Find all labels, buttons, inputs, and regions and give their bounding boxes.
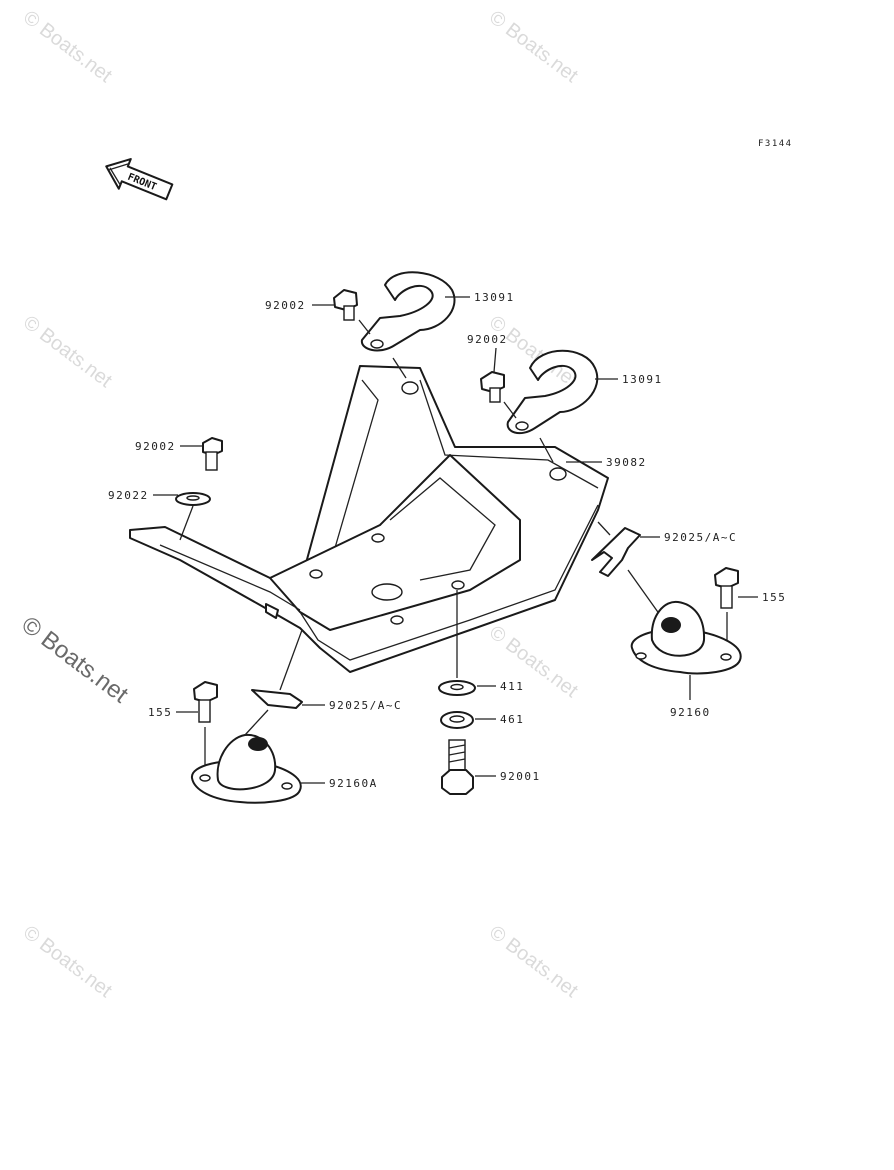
bracket-13091-left: 13091 (360, 271, 515, 379)
label-92160: 92160 (670, 706, 711, 719)
label-92160a: 92160A (329, 777, 378, 790)
label-461: 461 (500, 713, 524, 726)
label-39082: 39082 (606, 456, 647, 469)
washer-411: 411 (438, 590, 524, 696)
support-plate (129, 365, 609, 673)
front-arrow-shadow (109, 163, 130, 186)
watermark: © Boats.net (485, 921, 582, 1002)
label-411: 411 (500, 680, 524, 693)
label-92002-top-right: 92002 (467, 333, 508, 346)
watermark: © Boats.net (19, 6, 116, 87)
front-arrow: FRONT (105, 158, 174, 201)
label-92002-left: 92002 (135, 440, 176, 453)
front-arrow-shape (105, 158, 174, 201)
watermark: © Boats.net (485, 6, 582, 87)
label-155-left: 155 (148, 706, 172, 719)
mount-92160: 92160 (630, 600, 742, 719)
label-92001: 92001 (500, 770, 541, 783)
mount-92160a: 92160A (191, 709, 378, 804)
label-92002-top-left: 92002 (265, 299, 306, 312)
label-13091-right: 13091 (622, 373, 663, 386)
bolt-92001: 92001 (441, 739, 541, 795)
label-155-right: 155 (762, 591, 786, 604)
shim-92025-left: 92025/A~C (251, 629, 402, 712)
bolt-92002-left: 92002 (265, 289, 371, 335)
label-13091-left: 13091 (474, 291, 515, 304)
washer-461: 461 (440, 711, 524, 729)
watermark-prominent: © Boats.net (16, 611, 133, 708)
label-92022: 92022 (108, 489, 149, 502)
bolt-155-right: 155 (714, 567, 786, 650)
label-92025-right: 92025/A~C (664, 531, 737, 544)
shim-92025-right: 92025/A~C (591, 521, 737, 616)
bolt-92002-left-side: 92002 92022 (108, 437, 223, 541)
label-92025-left: 92025/A~C (329, 699, 402, 712)
bolt-92002-right: 92002 (467, 333, 517, 419)
watermark: © Boats.net (19, 921, 116, 1002)
figure-code: F3144 (758, 139, 793, 149)
bolt-155-left: 155 (148, 681, 218, 768)
watermark: © Boats.net (19, 311, 116, 392)
bracket-13091-right: 13091 (506, 349, 663, 463)
